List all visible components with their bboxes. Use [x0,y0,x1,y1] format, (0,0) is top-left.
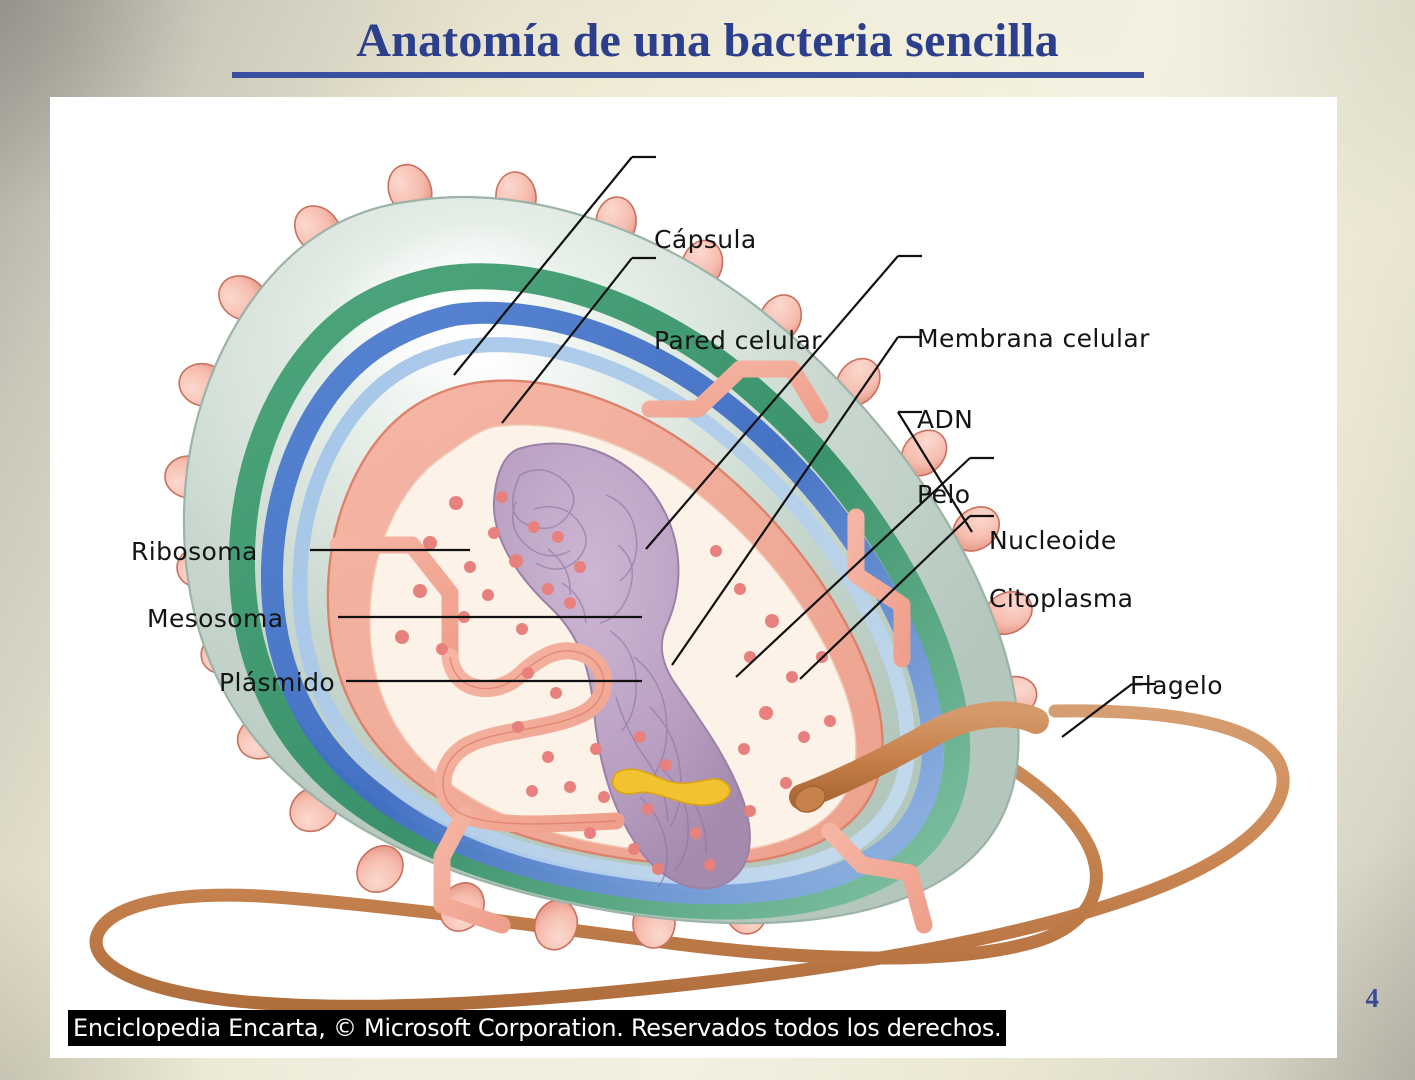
label-nucleoide: Nucleoide [989,526,1117,555]
cell-wall-shape [228,263,971,920]
label-plasmido: Plásmido [219,668,336,697]
leader-lines [310,155,1156,738]
label-capsula: Cápsula [654,225,757,254]
plasmid-shape [611,768,731,806]
title-block: Anatomía de una bacteria sencilla [0,14,1415,67]
mesosome-outline [442,650,617,825]
bacteria-diagram [89,155,1290,1013]
label-mesosoma: Mesosoma [147,604,284,633]
figure-panel: Cápsula Pared celular Membrana celular A… [50,97,1337,1058]
label-flagelo: Flagelo [1130,671,1223,700]
label-adn: ADN [917,405,974,434]
flagellum-shape [89,704,1290,1013]
page-title: Anatomía de una bacteria sencilla [356,14,1059,67]
ribosomes-group [395,491,836,875]
flagellum-base [789,701,1049,813]
label-membrana-celular: Membrana celular [917,324,1150,353]
mesosome-shape [329,360,933,934]
figure-caption-bar: Enciclopedia Encarta, © Microsoft Corpor… [68,1010,1007,1046]
nucleoid-shape [492,442,751,890]
label-ribosoma: Ribosoma [131,537,258,566]
page-number: 4 [1365,983,1380,1013]
label-pared-celular: Pared celular [654,326,822,355]
figure-caption-text: Enciclopedia Encarta, © Microsoft Corpor… [73,1014,1002,1042]
title-underline [232,72,1144,78]
label-pelo: Pelo [917,480,971,509]
label-citoplasma: Citoplasma [989,584,1134,613]
